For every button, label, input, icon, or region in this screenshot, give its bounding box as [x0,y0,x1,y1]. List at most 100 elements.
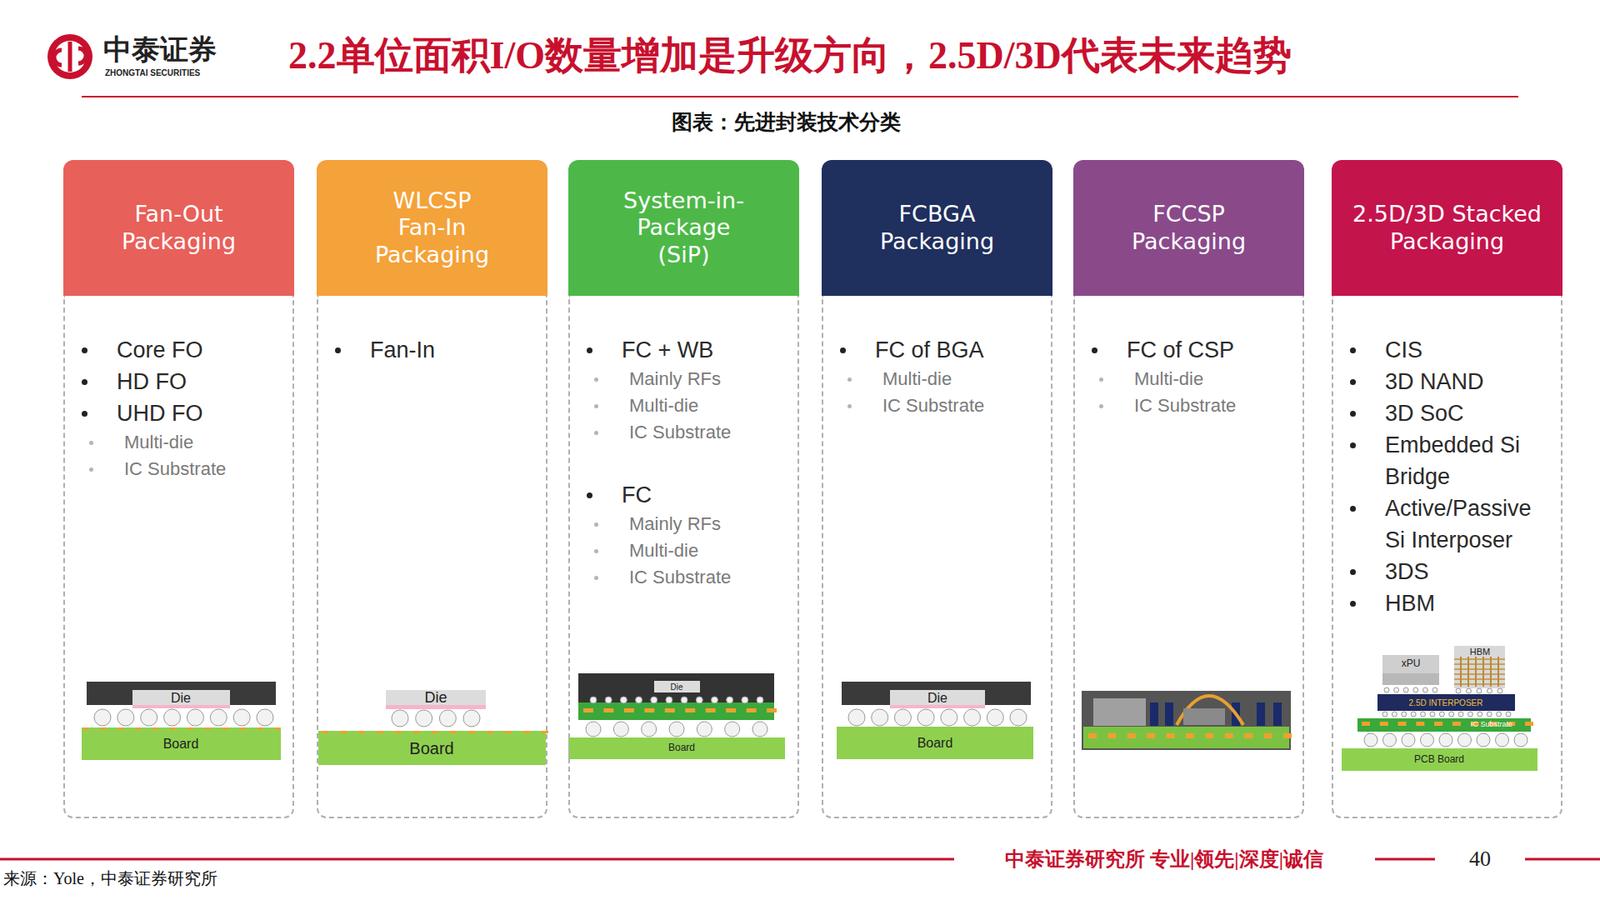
copper-trace [1434,721,1443,726]
footer-rule [0,859,1600,860]
solder-ball [1495,733,1510,747]
sub-bullet-row: Multi-die [1075,365,1296,393]
sub-bullet-text: IC Substrate [1134,392,1296,420]
solder-ball [964,709,981,726]
copper-trace [746,708,757,713]
figure-caption: 图表：先进封装技术分类 [671,110,901,135]
bullet-text: UHD FO [116,397,286,430]
sub-bullet-row: Multi-die [570,537,791,565]
solder-ball [696,721,712,737]
copper-trace [1283,733,1292,739]
copper-trace [583,708,594,713]
bullet-row: 3DS [1333,555,1555,588]
card-title: System-in-Package (SiP) [615,187,753,269]
sub-bullet-row: Multi-die [570,392,791,420]
stacked-illustration [1382,655,1440,674]
fcbga-illustration [841,681,1031,705]
solder-ball [752,721,768,737]
solder-ball [1382,711,1388,717]
card-body: FC + WBMainly RFsMulti-dieIC SubstrateFC… [568,295,800,819]
logo-mark [47,34,93,80]
xpu-label: xPU [1401,658,1421,670]
solder-ball [1449,711,1455,717]
bullet-text: FC of CSP [1126,334,1296,366]
solder-ball [1466,688,1472,694]
package-category-card: Fan-Out PackagingCore FOHD FOUHD FOMulti… [63,160,295,819]
bullet-row: UHD FO [65,397,286,430]
copper-trace [603,708,614,713]
card-header: WLCSP Fan-In Packaging [316,160,548,296]
logo-subname: ZHONGTAI SECURITIES [105,68,200,78]
solder-ball [1420,711,1426,717]
bullet-dot [1091,347,1098,354]
sub-bullet-row: Mainly RFs [570,365,791,393]
bullet-dot [1350,505,1356,512]
package-category-card: FCCSP Packaging FC of CSPMulti-dieIC Subs… [1073,160,1305,819]
solder-ball [1486,711,1492,717]
solder-ball [463,710,480,727]
logo-mark [54,40,86,73]
copper-trace [395,730,402,734]
solder-ball [391,710,409,727]
bullet-row: CIS [1333,334,1555,366]
solder-ball [669,721,685,737]
bullet-dot [594,575,599,580]
card-body: FC of BGAMulti-dieIC Substrate [821,295,1053,819]
sub-bullet-text: IC Substrate [882,392,1045,420]
solder-ball [1394,687,1400,693]
copper-trace [118,727,124,730]
sub-bullet-text: IC Substrate [629,419,791,446]
source-note: 来源：Yole，中泰证券研究所 [3,869,218,888]
copper-trace [376,730,384,734]
fcbga-illustration [836,726,1034,760]
copper-trace [240,727,245,730]
copper-trace [468,730,475,734]
solder-ball [725,721,740,737]
copper-trace [431,730,439,734]
sub-bullet-text: Multi-die [882,365,1045,393]
copper-trace [523,730,530,734]
copper-trace [725,708,736,713]
logo-mark [78,48,86,64]
copper-trace [1415,721,1425,726]
copper-trace [1205,733,1214,739]
fccsp-illustration [1256,702,1265,726]
solder-ball [1496,711,1502,717]
sip-illustration [568,737,785,760]
sub-bullet-row: IC Substrate [1075,392,1296,420]
solder-ball [1413,687,1419,693]
bullet-row: 3D NAND [1333,365,1555,398]
footer-rule [1525,858,1600,861]
solder-ball [256,709,274,726]
solder-ball [680,696,688,704]
copper-trace [1088,733,1097,739]
solder-ball [741,696,749,704]
fccsp-illustration [1083,726,1290,749]
footer-rule [1375,858,1435,861]
copper-trace [170,727,176,730]
title-rule [81,96,1519,98]
fccsp-illustration [1081,690,1291,750]
copper-trace [505,730,512,734]
solder-ball [1439,733,1453,747]
copper-trace [486,730,494,734]
card-header: Fan-Out Packaging [63,160,295,296]
fccsp-illustration [1165,702,1174,726]
page-number: 40 [1469,847,1491,872]
copper-trace [1146,733,1155,739]
solder-ball [1458,733,1472,747]
bullet-row: Fan-In [318,334,540,366]
fanout-illustration [81,681,281,760]
solder-ball [439,710,456,727]
board-label: Board [163,736,200,752]
interposer-label: 2.5D INTERPOSER [1409,698,1484,708]
hbm-layer [1454,683,1505,685]
hbm-layer [1454,673,1505,675]
logo-mark [54,50,62,65]
bullet-text: HD FO [116,365,286,398]
bullet-dot [1350,347,1356,354]
bullet-dot [1350,410,1356,417]
copper-trace [1398,721,1407,726]
card-header: FCCSP Packaging [1073,160,1305,296]
